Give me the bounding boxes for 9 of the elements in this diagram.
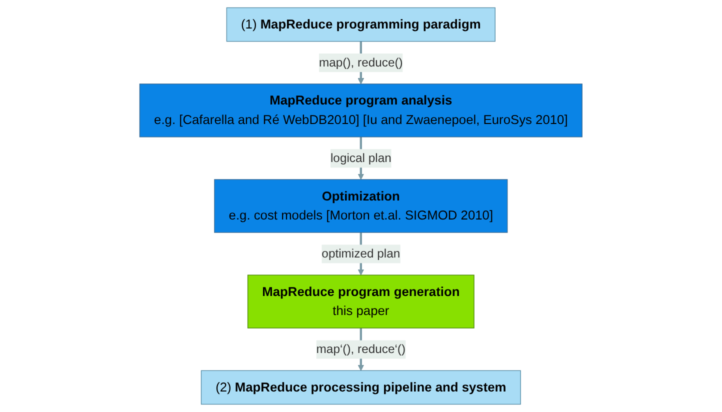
node-box: (1) MapReduce programming paradigm	[226, 7, 496, 42]
node-box: MapReduce program generation this paper	[248, 274, 474, 328]
node-box: MapReduce program analysis e.g. [Cafarella and Ré WebDB2010] [Iu and Zwaenepoel, EuroSys 2010]	[139, 84, 583, 138]
edge-label: map(), reduce()	[319, 56, 403, 70]
node-box: Optimization e.g. cost models [Morton et.al. SIGMOD 2010]	[214, 179, 508, 233]
edge-label: map‘(), reduce‘()	[316, 342, 406, 356]
edge-label: logical plan	[330, 151, 392, 165]
node-box: (2) MapReduce processing pipeline and system	[200, 370, 521, 405]
edge-label: optimized plan	[322, 246, 400, 260]
